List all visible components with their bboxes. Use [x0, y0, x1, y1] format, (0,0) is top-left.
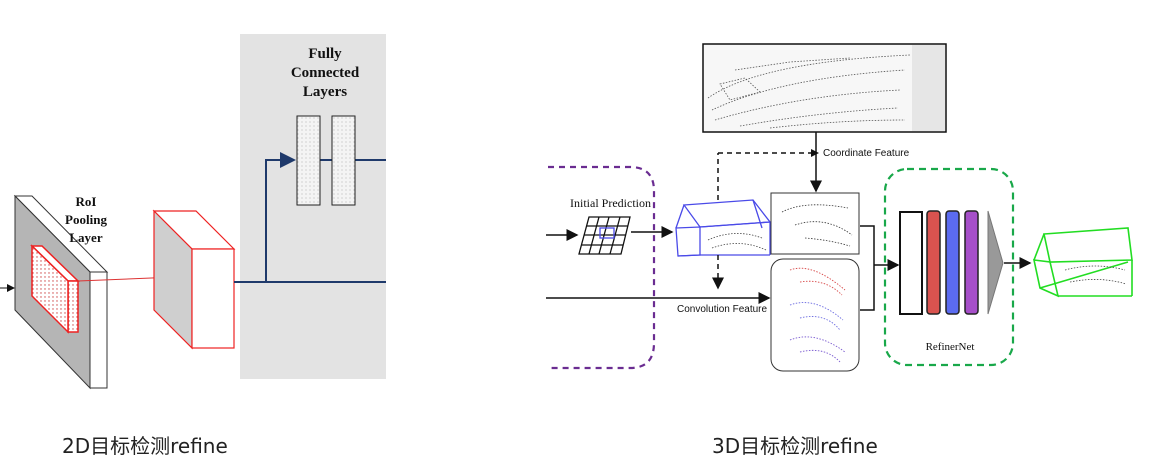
convolution-feature-label: Convolution Feature — [677, 304, 767, 315]
coordinate-feature-label: Coordinate Feature — [823, 148, 910, 159]
fc-connection-lines — [234, 152, 386, 283]
initial-stage-dashed-box — [548, 165, 656, 370]
roi-label-3: Layer — [69, 230, 102, 245]
convolution-feature-image — [770, 258, 860, 372]
coordinate-feature-image — [770, 192, 860, 255]
initial-prediction-label: Initial Prediction — [570, 196, 651, 210]
prediction-grid-icon — [578, 216, 631, 255]
refined-output-box — [1032, 227, 1133, 298]
fc-layer-2 — [331, 115, 356, 206]
refinernet-label: RefinerNet — [926, 341, 975, 353]
fc-label-3: Layers — [303, 84, 347, 100]
initial-prediction-box — [675, 199, 772, 257]
right-3d-refine-diagram: Initial Prediction Convolution Feature C… — [546, 43, 1133, 372]
fc-label-2: Connected — [291, 65, 360, 81]
refiner-output-triangle — [987, 210, 1004, 315]
merge-bracket — [860, 225, 900, 311]
refiner-block-white — [899, 211, 923, 315]
left-2d-refine-diagram: RoI Pooling Layer Fully Connected Layers — [0, 34, 386, 390]
fc-label-1: Fully — [308, 46, 342, 62]
roi-label-1: RoI — [76, 194, 97, 209]
fc-background — [240, 34, 386, 379]
refiner-block-blue — [945, 210, 960, 315]
fc-layer-1 — [296, 115, 321, 206]
point-cloud-image — [702, 43, 947, 133]
roi-label-2: Pooling — [65, 212, 107, 227]
refiner-block-red — [926, 210, 941, 315]
coordinate-dashed-paths — [712, 152, 816, 290]
pooled-feature-box — [152, 209, 236, 350]
refiner-block-purple — [964, 210, 979, 315]
caption-2d-refine: 2D目标检测refine — [62, 434, 228, 458]
refinernet-dashed-box — [883, 167, 1015, 367]
caption-3d-refine: 3D目标检测refine — [712, 434, 878, 458]
